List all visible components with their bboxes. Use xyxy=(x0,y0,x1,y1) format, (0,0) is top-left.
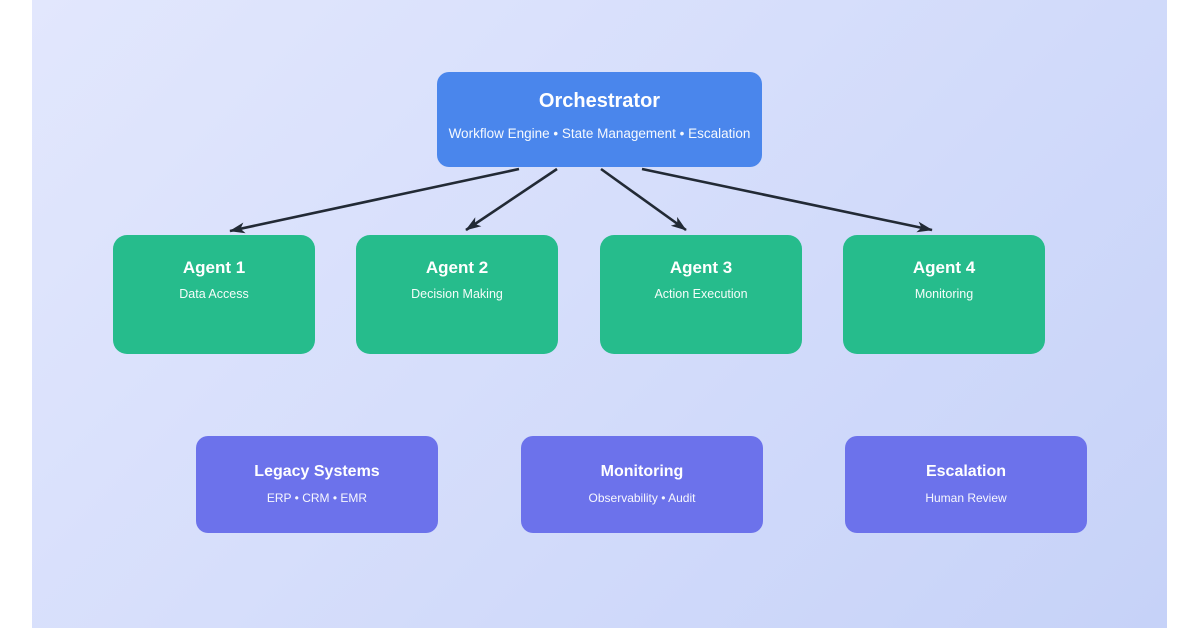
agent-3-subtitle: Action Execution xyxy=(654,287,748,301)
orchestrator-subtitle: Workflow Engine • State Management • Esc… xyxy=(448,126,751,141)
legacy-systems-title: Legacy Systems xyxy=(254,463,380,480)
node-agent-1: Agent 1 Data Access xyxy=(113,235,315,354)
agent-3-title: Agent 3 xyxy=(669,258,733,277)
escalation-subtitle: Human Review xyxy=(925,491,1007,505)
agent-1-title: Agent 1 xyxy=(182,258,246,277)
monitoring-subtitle: Observability • Audit xyxy=(588,491,696,505)
node-agent-4: Agent 4 Monitoring xyxy=(843,235,1045,354)
orchestrator-title: Orchestrator xyxy=(538,90,661,112)
agent-2-subtitle: Decision Making xyxy=(411,287,503,301)
legacy-systems-subtitle: ERP • CRM • EMR xyxy=(266,491,368,505)
escalation-title: Escalation xyxy=(925,463,1007,480)
agent-4-title: Agent 4 xyxy=(912,258,976,277)
agent-2-title: Agent 2 xyxy=(425,258,489,277)
node-escalation: Escalation Human Review xyxy=(845,436,1087,533)
node-monitoring: Monitoring Observability • Audit xyxy=(521,436,763,533)
node-agent-2: Agent 2 Decision Making xyxy=(356,235,558,354)
node-agent-3: Agent 3 Action Execution xyxy=(600,235,802,354)
agent-1-subtitle: Data Access xyxy=(179,287,249,301)
node-orchestrator: Orchestrator Workflow Engine • State Man… xyxy=(437,72,762,167)
node-legacy-systems: Legacy Systems ERP • CRM • EMR xyxy=(196,436,438,533)
monitoring-title: Monitoring xyxy=(600,463,684,480)
agent-4-subtitle: Monitoring xyxy=(914,287,974,301)
